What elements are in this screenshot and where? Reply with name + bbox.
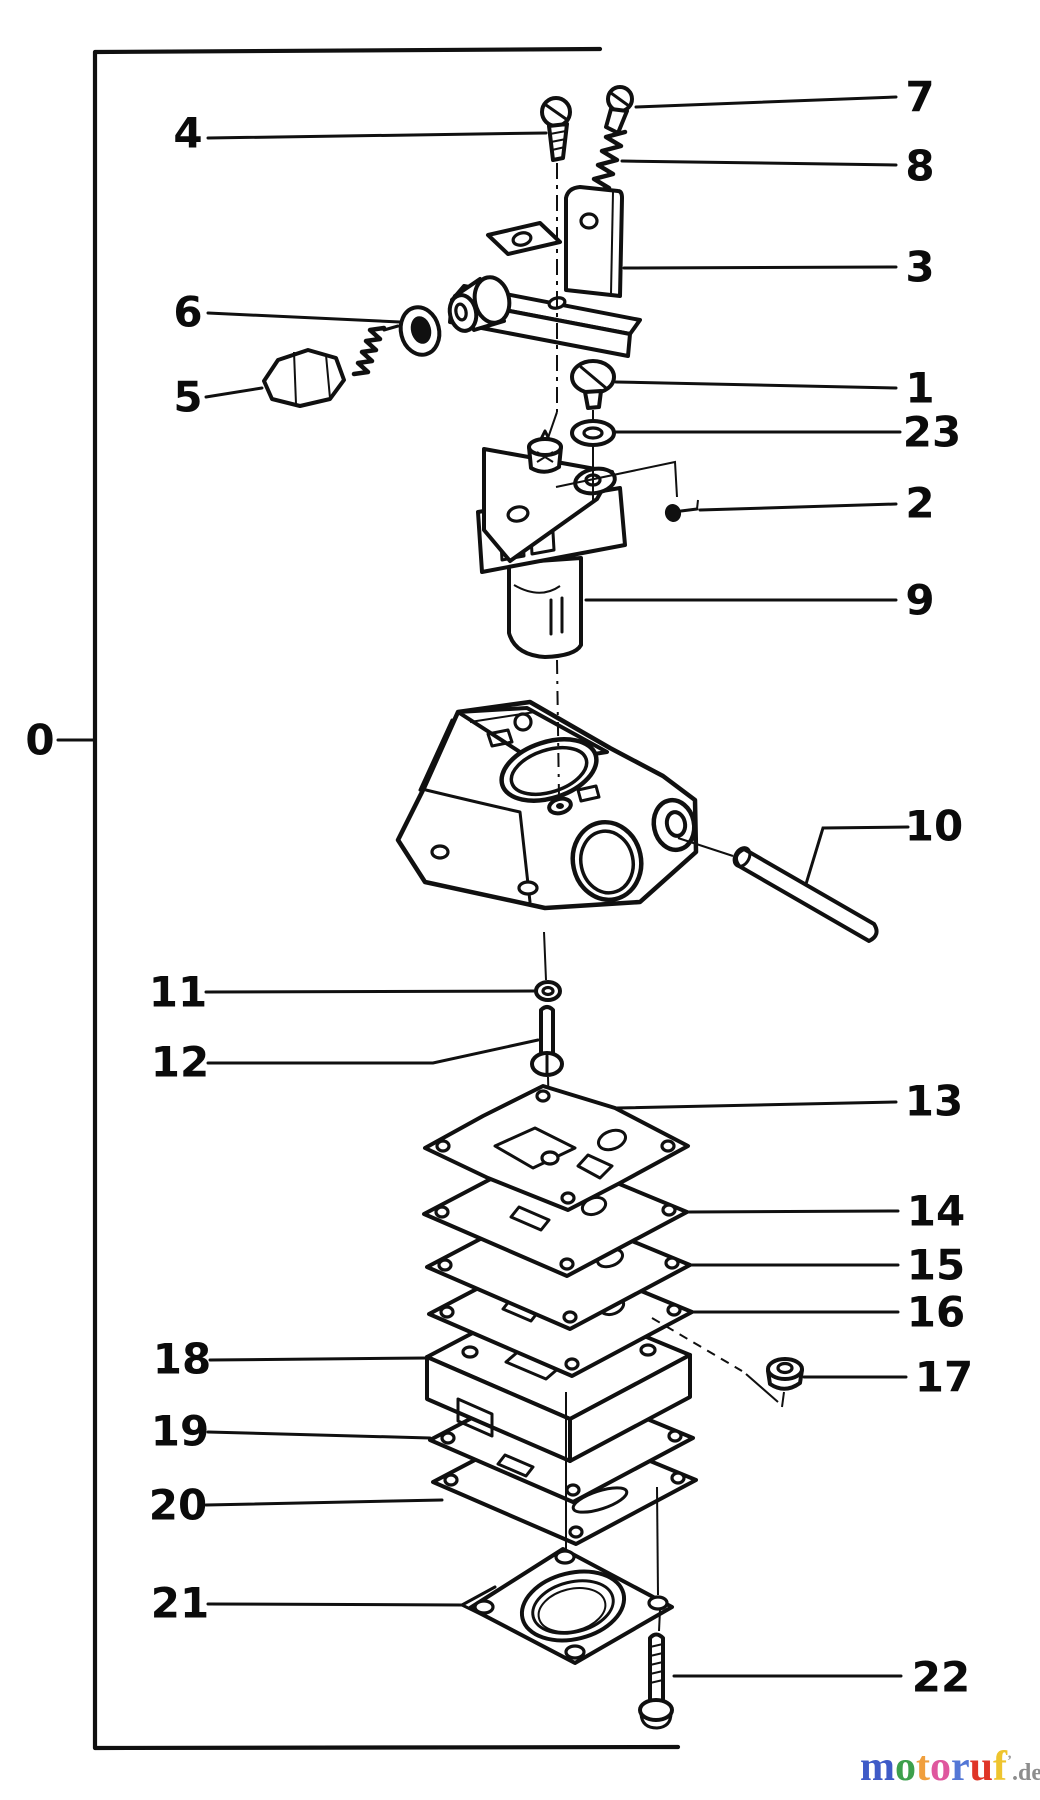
part-4-centerline [547, 163, 558, 439]
leader-13 [615, 1100, 898, 1110]
leader-11 [204, 989, 536, 994]
callout-10: 10 [905, 802, 963, 851]
leader-20 [204, 1498, 444, 1507]
callout-7: 7 [905, 73, 934, 122]
part-9-centerline [556, 659, 560, 799]
motoruf-logo: motoruf’.de [860, 1746, 1040, 1788]
leader-4 [206, 131, 548, 140]
part-20-plate [431, 1418, 698, 1546]
leader-3 [622, 265, 898, 270]
part-6-washer [398, 305, 442, 357]
part-3-bracket [447, 185, 642, 358]
leader-5 [204, 386, 264, 399]
callout-23: 23 [903, 408, 961, 457]
diaphragm-stack [422, 1084, 698, 1665]
leader-19 [206, 1430, 432, 1440]
callout-0: 0 [25, 716, 54, 765]
part-22-screw [638, 1632, 674, 1730]
leader-10 [804, 825, 910, 886]
part-8-spring [587, 129, 628, 196]
logo-suffix: .de [1012, 1760, 1040, 1786]
logo-letter: m [860, 1744, 895, 1790]
callout-22: 22 [912, 1653, 970, 1702]
part-23-washer [570, 419, 616, 500]
callout-9: 9 [905, 576, 934, 625]
logo-letter: o [930, 1744, 951, 1790]
callout-4: 4 [173, 109, 202, 158]
leader-14 [686, 1209, 900, 1214]
part-5-screw [262, 324, 400, 408]
callout-14: 14 [907, 1187, 965, 1236]
callout-21: 21 [151, 1579, 209, 1628]
part-19-gasket [428, 1376, 695, 1504]
body-centerline [543, 931, 547, 981]
part-4-screw [540, 96, 572, 162]
logo-mark: ’ [1007, 1753, 1013, 1769]
part-2-pin [555, 460, 699, 522]
leader-8 [620, 159, 898, 167]
part-17-grommet [745, 1357, 804, 1408]
callout-3: 3 [905, 243, 934, 292]
callout-20: 20 [149, 1481, 207, 1530]
screw-22-centerline-upper [656, 1486, 659, 1596]
screw-22-centerline-lower [658, 1609, 661, 1632]
callout-labels: 0 4 7 8 3 6 5 1 23 2 9 10 11 12 13 14 15… [25, 73, 973, 1702]
part-9-pump-assembly [476, 429, 627, 659]
leader-21 [206, 1585, 497, 1623]
leader-18 [208, 1356, 429, 1362]
callout-8: 8 [905, 142, 934, 191]
callout-16: 16 [907, 1288, 965, 1337]
logo-letter: r [951, 1744, 970, 1790]
leader-lines [56, 95, 910, 1678]
callout-12: 12 [151, 1038, 209, 1087]
carburetor-body [395, 699, 699, 911]
callout-18: 18 [153, 1335, 211, 1384]
callout-5: 5 [173, 373, 202, 422]
part-12-screw [530, 1005, 564, 1077]
callout-19: 19 [151, 1407, 209, 1456]
frame-border [92, 46, 681, 1751]
callout-13: 13 [905, 1077, 963, 1126]
logo-word: motoruf [860, 1744, 1007, 1790]
callout-15: 15 [907, 1241, 965, 1290]
leader-2 [698, 502, 898, 512]
callout-17: 17 [915, 1353, 973, 1402]
logo-letter: u [969, 1744, 994, 1790]
leader-7 [634, 95, 898, 109]
grommet-guide-dashed-line [651, 1317, 743, 1372]
part-1-screw [570, 359, 616, 420]
part-13-plate [423, 1084, 690, 1212]
leader-6 [206, 311, 402, 324]
leader-12 [206, 1038, 540, 1065]
callout-2: 2 [905, 479, 934, 528]
logo-letter: t [916, 1744, 930, 1790]
logo-letter: o [895, 1744, 916, 1790]
callout-1: 1 [905, 364, 934, 413]
callout-11: 11 [149, 968, 207, 1017]
part-21-flange-gasket [468, 1547, 674, 1665]
logo-letter: f [993, 1744, 1008, 1790]
leader-1 [614, 380, 898, 390]
part-11-oring [534, 980, 562, 1002]
part-7-screw [604, 85, 634, 135]
callout-6: 6 [173, 288, 202, 337]
part-10-rod [677, 837, 879, 943]
